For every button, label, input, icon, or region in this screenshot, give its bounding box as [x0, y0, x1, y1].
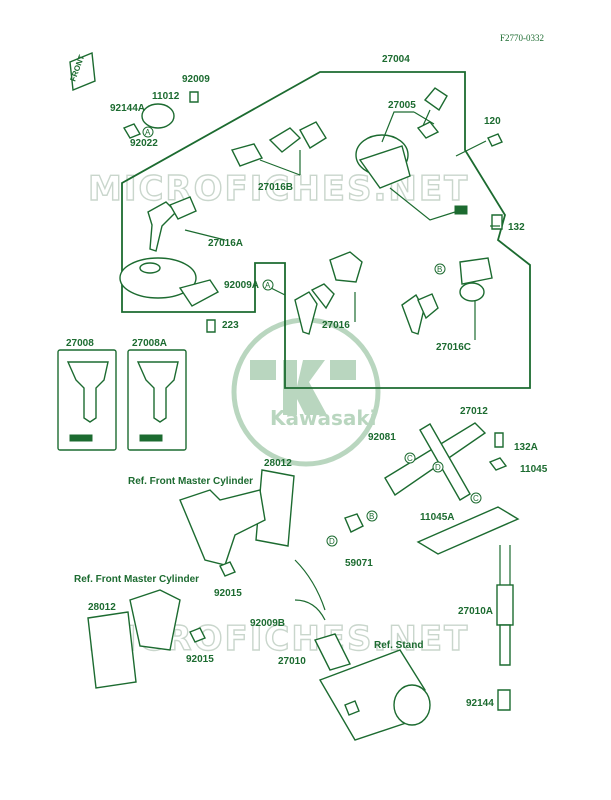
label-11045A: 11045A [420, 512, 454, 523]
label-223: 223 [222, 320, 239, 331]
callout-C2: C [473, 494, 479, 503]
callout-A2: A [265, 281, 271, 290]
label-92009A: 92009A [224, 280, 259, 291]
assembly-outline [121, 71, 531, 389]
label-92144A: 92144A [110, 103, 145, 114]
label-120: 120 [484, 116, 501, 127]
key-tag-27008A [127, 349, 187, 451]
label-27016: 27016 [322, 320, 350, 331]
ref-front-master-cylinder-1: Ref. Front Master Cylinder [128, 476, 253, 487]
switch-27010 [294, 599, 351, 671]
label-92144: 92144 [466, 698, 494, 709]
label-27016A: 27016A [208, 238, 243, 249]
label-28012-top: 28012 [264, 458, 292, 469]
label-27004: 27004 [382, 54, 410, 65]
label-27005: 27005 [388, 100, 416, 111]
label-27016B: 27016B [258, 182, 293, 193]
label-132: 132 [508, 222, 525, 233]
key-27016B [230, 121, 327, 167]
reflector-28012-top [179, 469, 326, 611]
leader-lines [184, 111, 500, 340]
label-28012-bottom: 28012 [88, 602, 116, 613]
front-arrow: FRONT [68, 51, 96, 92]
callout-D1: D [435, 463, 441, 472]
ref-stand: Ref. Stand [374, 640, 423, 651]
label-92015-top: 92015 [214, 588, 242, 599]
label-92022: 92022 [130, 138, 158, 149]
callout-A1: A [145, 128, 151, 137]
label-92009B: 92009B [250, 618, 285, 629]
label-132A: 132A [514, 442, 538, 453]
kawasaki-logo-text: Kawasaki [270, 406, 377, 430]
label-27010A: 27010A [458, 606, 493, 617]
ref-front-master-cylinder-2: Ref. Front Master Cylinder [74, 574, 199, 585]
label-59071: 59071 [345, 558, 373, 569]
label-11012: 11012 [152, 91, 180, 102]
bracket-27012 [344, 422, 520, 555]
callout-D2: D [329, 537, 335, 546]
part-labels: 27004 27005 120 132 11012 92009 92144A 9… [66, 54, 548, 709]
label-92009: 92009 [182, 74, 210, 85]
label-92081: 92081 [368, 432, 396, 443]
label-27008A: 27008A [132, 338, 167, 349]
callout-B1: B [437, 265, 442, 274]
callout-B2: B [369, 512, 374, 521]
label-27012: 27012 [460, 406, 488, 417]
label-27010: 27010 [278, 656, 306, 667]
callout-C1: C [407, 454, 413, 463]
callouts: A A B B C C D D [142, 126, 482, 547]
label-92015-bottom: 92015 [186, 654, 214, 665]
diagram-code: F2770-0332 [500, 33, 544, 43]
lock-cylinder-27005 [355, 134, 468, 221]
key-27016A [147, 196, 197, 252]
kawasaki-logo: Kawasaki [231, 317, 381, 467]
label-11045: 11045 [520, 464, 548, 475]
bolt-223 [206, 319, 216, 333]
switch-27010A [496, 545, 514, 711]
label-27016C: 27016C [436, 342, 471, 353]
label-27008: 27008 [66, 338, 94, 349]
stand [318, 649, 431, 741]
key-27005 [416, 87, 448, 139]
lock-27016C [401, 257, 493, 335]
reflector-28012-bottom [87, 589, 206, 689]
fuel-cap [119, 257, 220, 307]
key-tag-27008 [57, 349, 117, 451]
key-27016 [294, 251, 363, 335]
reference-labels: Ref. Front Master Cylinder Ref. Front Ma… [74, 476, 423, 651]
